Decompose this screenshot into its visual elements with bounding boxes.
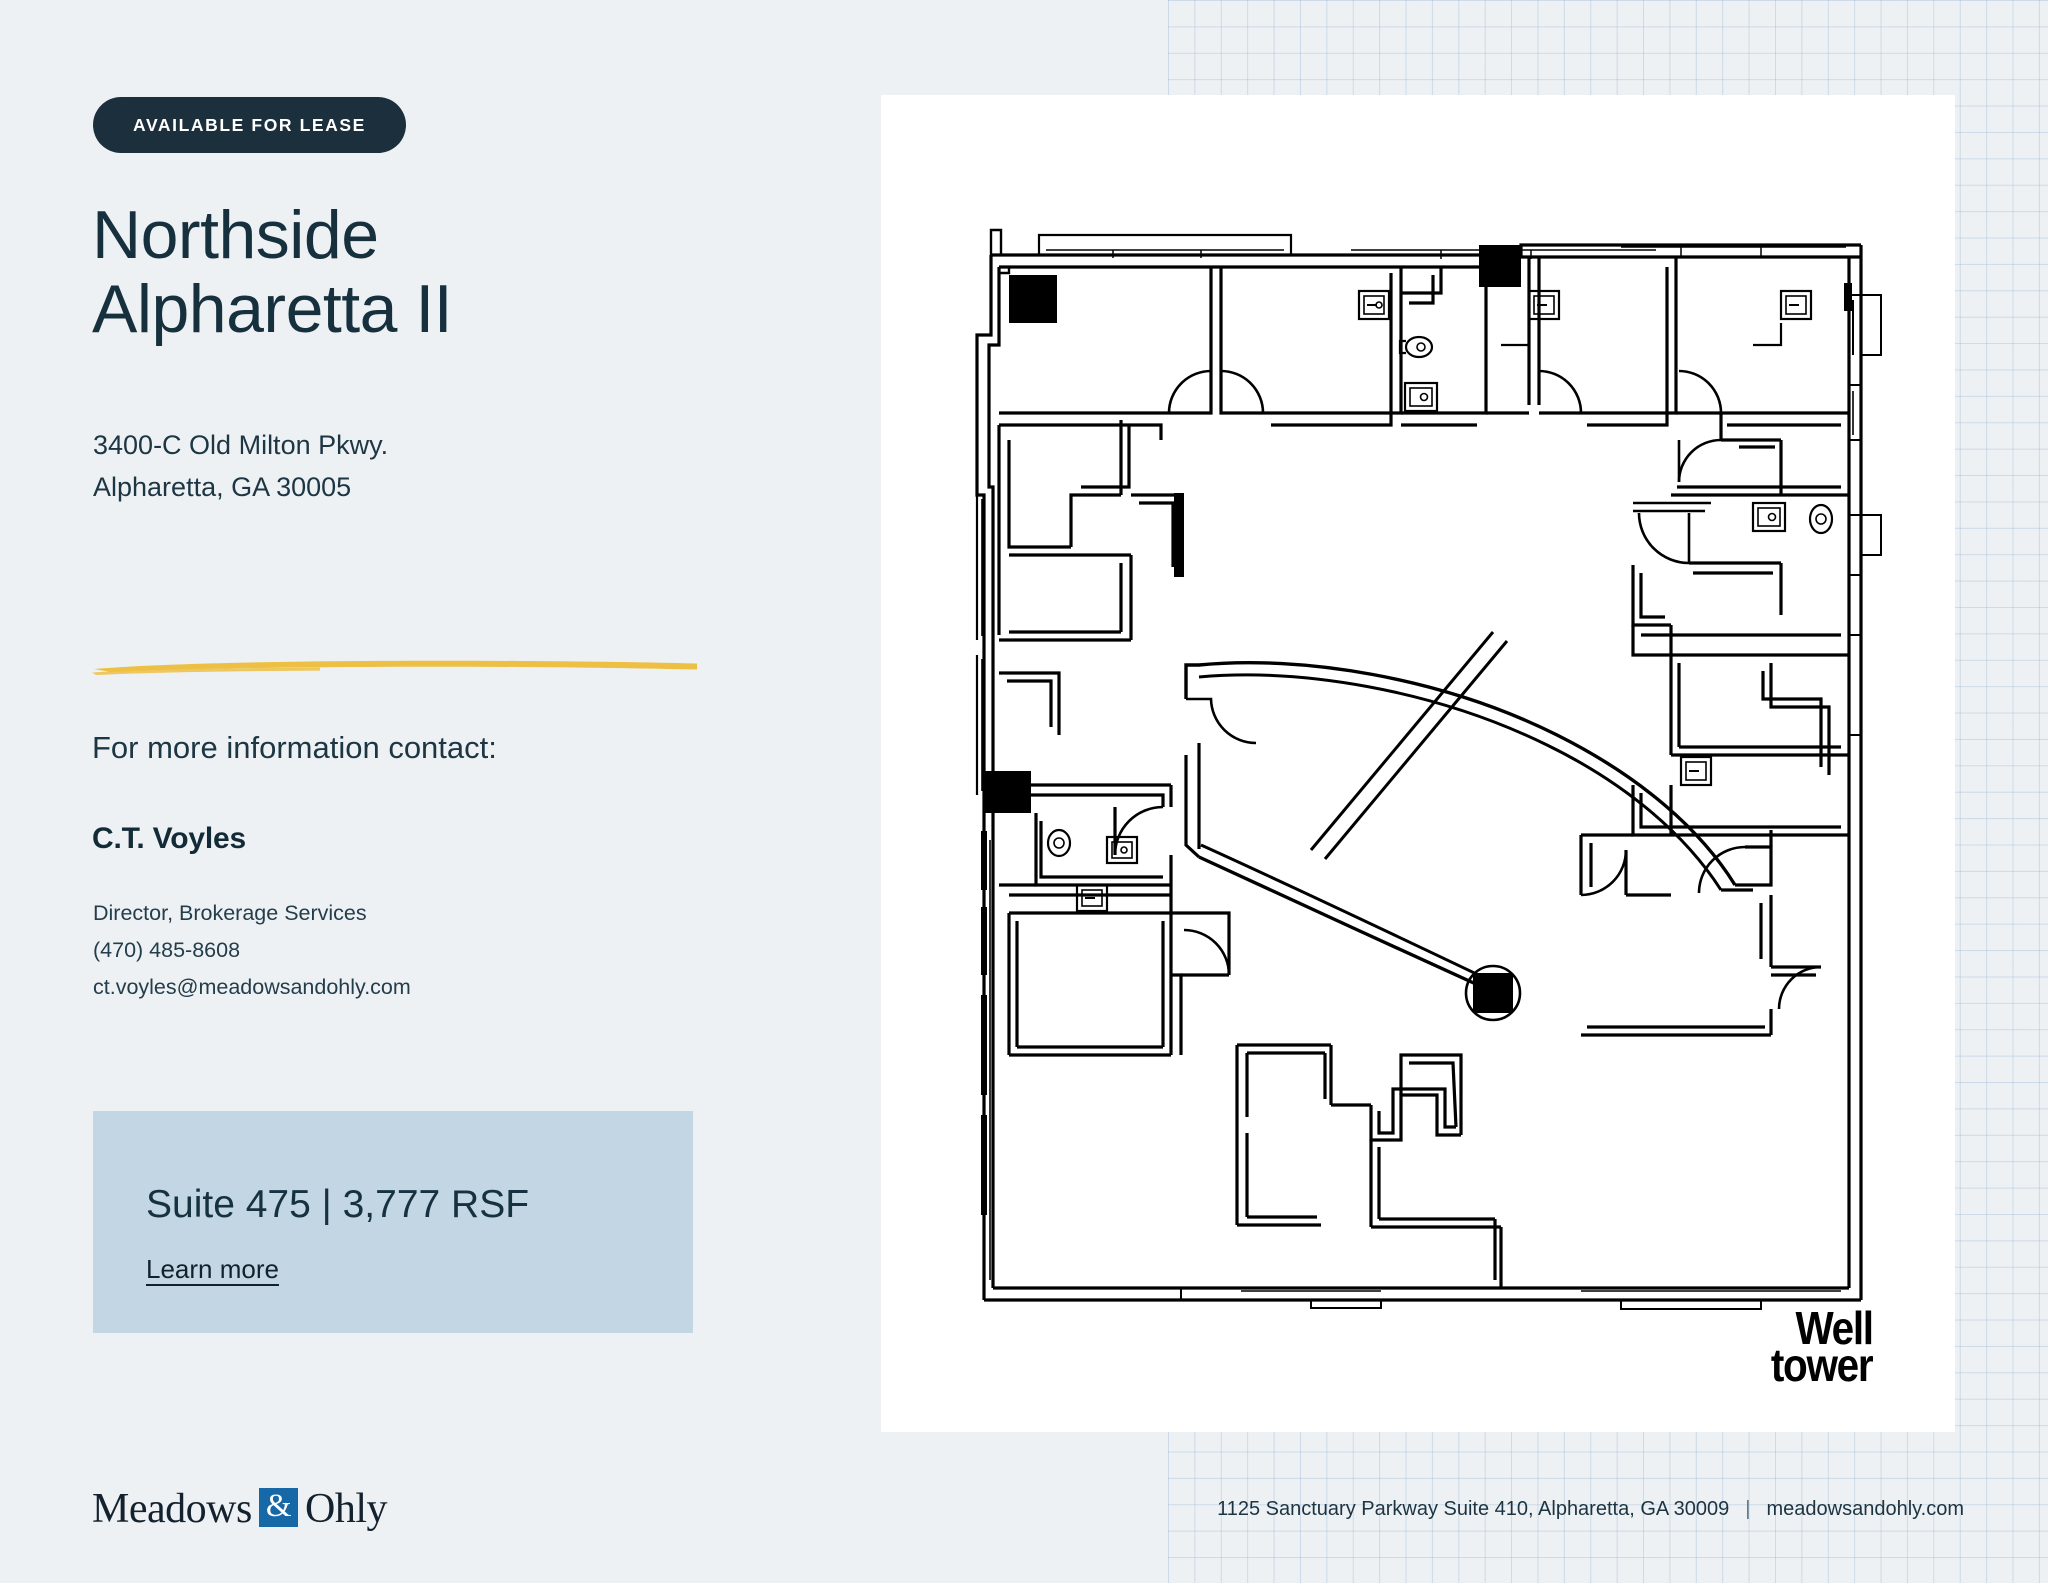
welltower-logo: Well tower xyxy=(1771,1301,1875,1392)
suite-info-card: Suite 475 | 3,777 RSF Learn more xyxy=(93,1111,693,1333)
floorplan-drawing xyxy=(975,228,1882,1310)
contact-name: C.T. Voyles xyxy=(92,822,246,855)
availability-badge-label: AVAILABLE FOR LEASE xyxy=(133,114,366,135)
page-title-line-2: Alpharetta II xyxy=(92,271,453,348)
contact-phone[interactable]: (470) 485-8608 xyxy=(93,937,241,962)
contact-heading: For more information contact: xyxy=(92,730,497,765)
footer-office-address: 1125 Sanctuary Parkway Suite 410, Alphar… xyxy=(1217,1498,1730,1520)
welltower-logo-line-2: tower xyxy=(1771,1339,1874,1392)
meadows-ohly-logo: Meadows & Ohly xyxy=(92,1485,387,1533)
footer-website-link[interactable]: meadowsandohly.com xyxy=(1766,1498,1964,1520)
accent-divider xyxy=(90,655,700,677)
contact-role: Director, Brokerage Services xyxy=(93,901,367,925)
page-title-line-1: Northside xyxy=(92,197,379,273)
suite-title: Suite 475 | 3,777 RSF xyxy=(146,1183,530,1226)
footer-contact-bar: 1125 Sanctuary Parkway Suite 410, Alphar… xyxy=(1217,1498,1964,1521)
logo-text-ohly: Ohly xyxy=(304,1486,388,1532)
contact-email[interactable]: ct.voyles@meadowsandohly.com xyxy=(93,974,411,999)
address-city-state-zip: Alpharetta, GA 30005 xyxy=(93,471,352,502)
left-info-panel: AVAILABLE FOR LEASE Northside Alpharetta… xyxy=(0,0,880,1583)
page-title: Northside Alpharetta II xyxy=(92,198,712,346)
logo-ampersand-badge: & xyxy=(258,1487,298,1527)
contact-details: Director, Brokerage Services (470) 485-8… xyxy=(93,895,411,1006)
logo-text-meadows: Meadows xyxy=(92,1486,252,1532)
footer-separator: | xyxy=(1745,1498,1751,1520)
address-street: 3400-C Old Milton Pkwy. xyxy=(93,430,389,460)
floorplan-card: Well tower xyxy=(881,95,1955,1432)
welltower-logo-line-1: Well xyxy=(1795,1301,1875,1354)
property-address: 3400-C Old Milton Pkwy. Alpharetta, GA 3… xyxy=(93,425,388,509)
learn-more-link[interactable]: Learn more xyxy=(146,1254,279,1284)
availability-badge: AVAILABLE FOR LEASE xyxy=(93,97,406,153)
brush-stroke-divider-icon xyxy=(92,660,697,675)
